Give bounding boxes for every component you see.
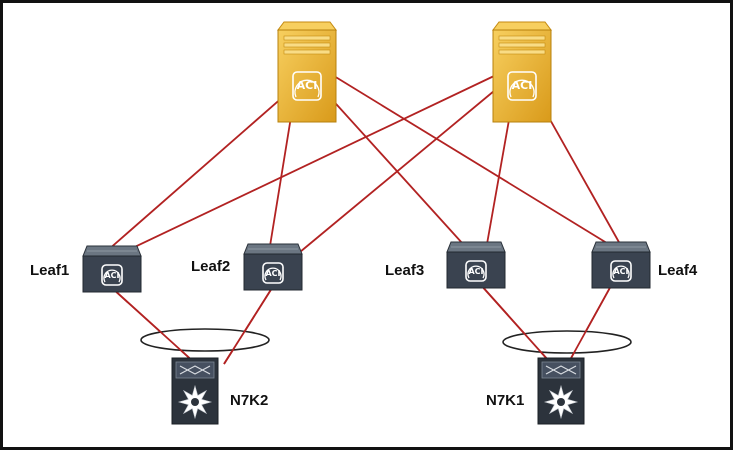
- leaf1-aci-badge: ACI: [101, 264, 123, 286]
- leaf-switch-1: ACI: [82, 245, 142, 293]
- aci-badge-text: ACI: [104, 271, 119, 280]
- spine1-aci-badge: ACI: [292, 71, 322, 101]
- leaf-switch-4: ACI: [591, 241, 651, 289]
- n7k1-label: N7K1: [486, 392, 524, 409]
- leaf-switch-3: ACI: [446, 241, 506, 289]
- link-leaf1-n7k2-over: [111, 287, 197, 365]
- vpc-ellipse-right: [502, 330, 632, 354]
- leaf-switch-2: ACI: [243, 243, 303, 291]
- aci-badge-text: ACI: [468, 267, 483, 276]
- leaf2-label: Leaf2: [191, 258, 230, 275]
- vpc-ellipse-left: [140, 328, 270, 352]
- devices-layer: ACI ACI ACI ACI ACI ACI: [82, 21, 651, 425]
- link-leaf2-n7k2-over: [223, 287, 273, 365]
- link-leaf4-n7k1-over: [569, 283, 613, 361]
- spine2-aci-badge: ACI: [507, 71, 537, 101]
- leaf3-aci-badge: ACI: [465, 260, 487, 282]
- link-spine1-leaf3: [317, 83, 464, 245]
- n7k1-nexus-icon: [543, 384, 579, 420]
- leaf1-label: Leaf1: [30, 262, 69, 279]
- aci-badge-text: ACI: [613, 267, 628, 276]
- n7k2-switch: [171, 357, 219, 425]
- n7k2-nexus-icon: [177, 384, 213, 420]
- spine-switch-1: ACI: [277, 21, 337, 123]
- aci-badge-text: ACI: [297, 79, 318, 92]
- leaf2-aci-badge: ACI: [262, 262, 284, 284]
- link-leaf3-n7k1-over: [479, 283, 549, 361]
- leaf3-label: Leaf3: [385, 262, 424, 279]
- link-spine2-leaf1: [119, 75, 495, 255]
- link-spine1-leaf1: [107, 81, 301, 251]
- n7k1-switch: [537, 357, 585, 425]
- aci-badge-text: ACI: [512, 79, 533, 92]
- link-spine2-leaf2: [299, 85, 501, 253]
- links-over-layer: [111, 283, 613, 365]
- aci-badge-text: ACI: [265, 269, 280, 278]
- leaf4-aci-badge: ACI: [610, 260, 632, 282]
- n7k2-label: N7K2: [230, 392, 268, 409]
- leaf4-label: Leaf4: [658, 262, 698, 279]
- link-spine1-leaf4: [333, 75, 616, 249]
- spine-switch-2: ACI: [492, 21, 552, 123]
